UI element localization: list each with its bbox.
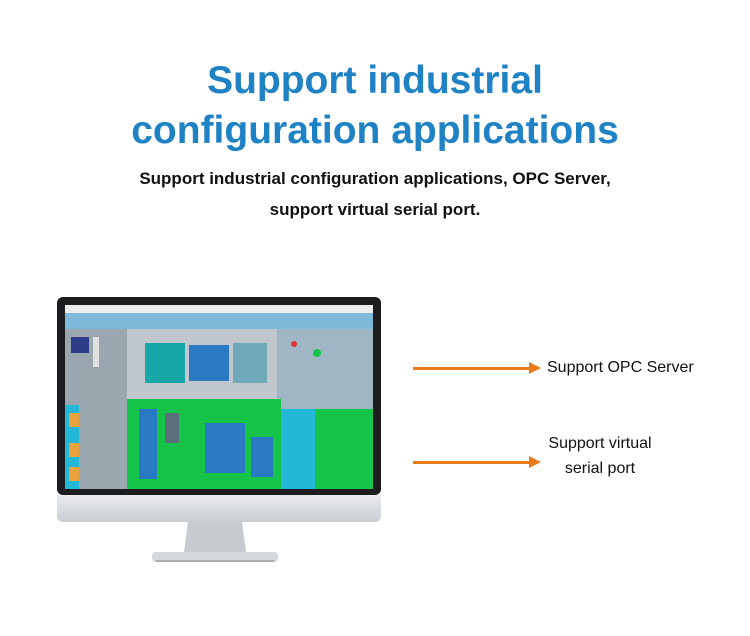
feature-virtual-serial-label-line1: Support virtual	[548, 435, 652, 452]
scada-gauge	[71, 337, 89, 353]
scada-tank-gray	[165, 413, 179, 443]
scada-alarm-indicator	[291, 341, 297, 347]
scada-btn-orange-3	[69, 467, 79, 481]
feature-opc-server-label: Support OPC Server	[547, 359, 694, 376]
monitor-stand	[152, 522, 278, 562]
scada-screenshot	[65, 305, 373, 489]
scada-filter-2	[189, 345, 229, 381]
scada-right-green-panel	[315, 409, 373, 489]
feature-virtual-serial-label-line2: serial port	[564, 460, 636, 477]
scada-status-indicator	[313, 349, 321, 357]
scada-tank-blue-2	[205, 423, 245, 473]
page-title-line1: Support industrial	[207, 59, 543, 102]
scada-window-bar	[65, 305, 373, 313]
scada-tank	[93, 337, 99, 367]
monitor-illustration	[57, 297, 381, 522]
scada-title-bar	[65, 313, 373, 329]
monitor-bezel	[57, 297, 381, 495]
scada-filter-3	[233, 343, 267, 383]
subtitle-line1: Support industrial configuration applica…	[139, 169, 611, 188]
arrow-opc-server	[413, 362, 541, 374]
monitor-chin	[57, 495, 381, 522]
page-title-line2: configuration applications	[131, 109, 619, 152]
scada-filter-1	[145, 343, 185, 383]
scada-btn-orange-1	[69, 413, 79, 427]
subtitle-line2: support virtual serial port.	[269, 200, 481, 219]
scada-tank-blue-1	[139, 409, 157, 479]
scada-btn-orange-2	[69, 443, 79, 457]
scada-tank-blue-3	[251, 437, 273, 477]
arrow-virtual-serial-port	[413, 456, 541, 468]
